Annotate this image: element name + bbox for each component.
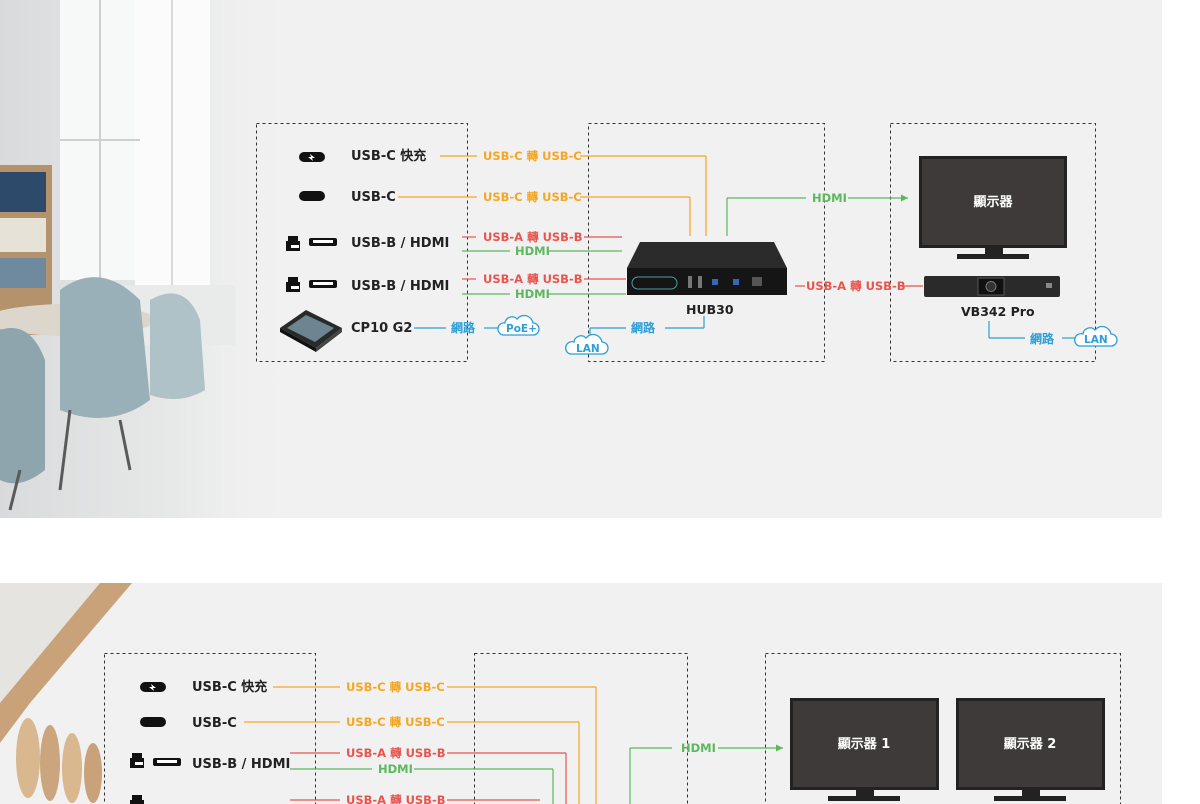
- usb-c-icon: [299, 191, 325, 201]
- display-label: 顯示器: [973, 195, 1013, 210]
- input-label-usb-b-hdmi: USB-B / HDMI: [192, 757, 290, 772]
- input-label-cp10: CP10 G2: [351, 321, 412, 336]
- usb-b-hdmi-icon: [286, 277, 337, 292]
- cable-label-usb-c: USB-C 轉 USB-C: [483, 190, 582, 204]
- cable-label-hdmi: HDMI: [378, 762, 413, 776]
- usb-b-hdmi-icon: [130, 753, 181, 768]
- cable-label-usb-a: USB-A 轉 USB-B: [346, 746, 446, 760]
- poe-label: PoE+: [506, 323, 537, 335]
- cable-label-usb-c: USB-C 轉 USB-C: [346, 715, 445, 729]
- usb-c-fast-charge-icon: [140, 682, 166, 692]
- display-1-label: 顯示器 1: [838, 737, 891, 752]
- cp10-tablet-icon: [280, 310, 342, 352]
- lan-label: LAN: [576, 343, 600, 355]
- hub-box: [474, 653, 688, 804]
- display-monitor-2: [956, 698, 1105, 801]
- vb342-camera: [924, 276, 1060, 297]
- input-devices-box: [256, 123, 468, 362]
- lan-cloud-icon: [1074, 325, 1118, 347]
- cable-usb-c: [398, 196, 691, 236]
- cable-label-usb-a: USB-A 轉 USB-B: [346, 793, 446, 804]
- diagram-2-canvas: USB-C 快充 USB-C USB-B / HDMI USB-C 轉 USB-…: [0, 583, 1121, 804]
- input-label-usb-c: USB-C: [351, 190, 396, 205]
- input-label-usb-b-hdmi: USB-B / HDMI: [351, 279, 449, 294]
- input-label-usb-c-fast-charge: USB-C 快充: [192, 679, 267, 695]
- room-background: [0, 0, 300, 518]
- cable-label-usb-c: USB-C 轉 USB-C: [483, 149, 582, 163]
- hub-network-label: 網路: [631, 320, 656, 335]
- usb-c-icon: [140, 717, 166, 727]
- poe-cloud-icon: [497, 314, 540, 336]
- cable-usb-a-hdmi-1: [462, 236, 622, 252]
- cable-label-network: 網路: [451, 320, 476, 335]
- cable-label-usb-a: USB-A 轉 USB-B: [483, 272, 583, 286]
- cable-usb-c: [244, 721, 580, 804]
- cable-label-usb-a: USB-A 轉 USB-B: [483, 230, 583, 244]
- cable-usb-c-fast: [273, 686, 597, 804]
- cable-hdmi-displays: [629, 744, 783, 804]
- cable-usb-a-hdmi-2: [462, 278, 626, 295]
- input-label-usb-c: USB-C: [192, 716, 237, 731]
- diagram-1-canvas: USB-C 快充 USB-C USB-B / HDMI USB-B / HDMI…: [0, 0, 1118, 518]
- wall-background: [0, 583, 132, 803]
- hub30-label: HUB30: [686, 302, 734, 317]
- cable-hdmi-display: [726, 194, 908, 236]
- lan-cloud-icon: [565, 333, 609, 355]
- output-devices-box: [765, 653, 1121, 804]
- cable-label-usb-a: USB-A 轉 USB-B: [806, 279, 906, 293]
- input-devices-box: [104, 653, 316, 804]
- cable-label-hdmi: HDMI: [515, 287, 550, 301]
- usb-b-icon: [130, 795, 144, 804]
- cable-label-hdmi: HDMI: [515, 244, 550, 258]
- input-label-usb-b-hdmi: USB-B / HDMI: [351, 236, 449, 251]
- cable-label-hdmi: HDMI: [812, 191, 847, 205]
- display-2-label: 顯示器 2: [1004, 737, 1057, 752]
- cable-label-usb-c: USB-C 轉 USB-C: [346, 680, 445, 694]
- hub30-device: [627, 242, 787, 295]
- diagram-panel-2: USB-C 快充 USB-C USB-B / HDMI USB-C 轉 USB-…: [0, 583, 1162, 804]
- camera-network-label: 網路: [1030, 331, 1055, 346]
- display-monitor: [919, 156, 1067, 259]
- cable-usb-c-fast: [440, 155, 707, 236]
- usb-b-hdmi-icon: [286, 236, 337, 251]
- output-devices-box: [890, 123, 1096, 362]
- cable-usb-a-hdmi: [290, 752, 567, 804]
- usb-c-fast-charge-icon: [299, 152, 325, 162]
- camera-label: VB342 Pro: [961, 304, 1035, 319]
- input-label-usb-c-fast-charge: USB-C 快充: [351, 148, 426, 164]
- camera-network-line: [988, 321, 1075, 339]
- display-monitor-1: [790, 698, 939, 801]
- cable-label-hdmi: HDMI: [681, 741, 716, 755]
- diagram-panel-1: USB-C 快充 USB-C USB-B / HDMI USB-B / HDMI…: [0, 0, 1162, 518]
- hub-box: [588, 123, 825, 362]
- lan-label: LAN: [1084, 334, 1108, 346]
